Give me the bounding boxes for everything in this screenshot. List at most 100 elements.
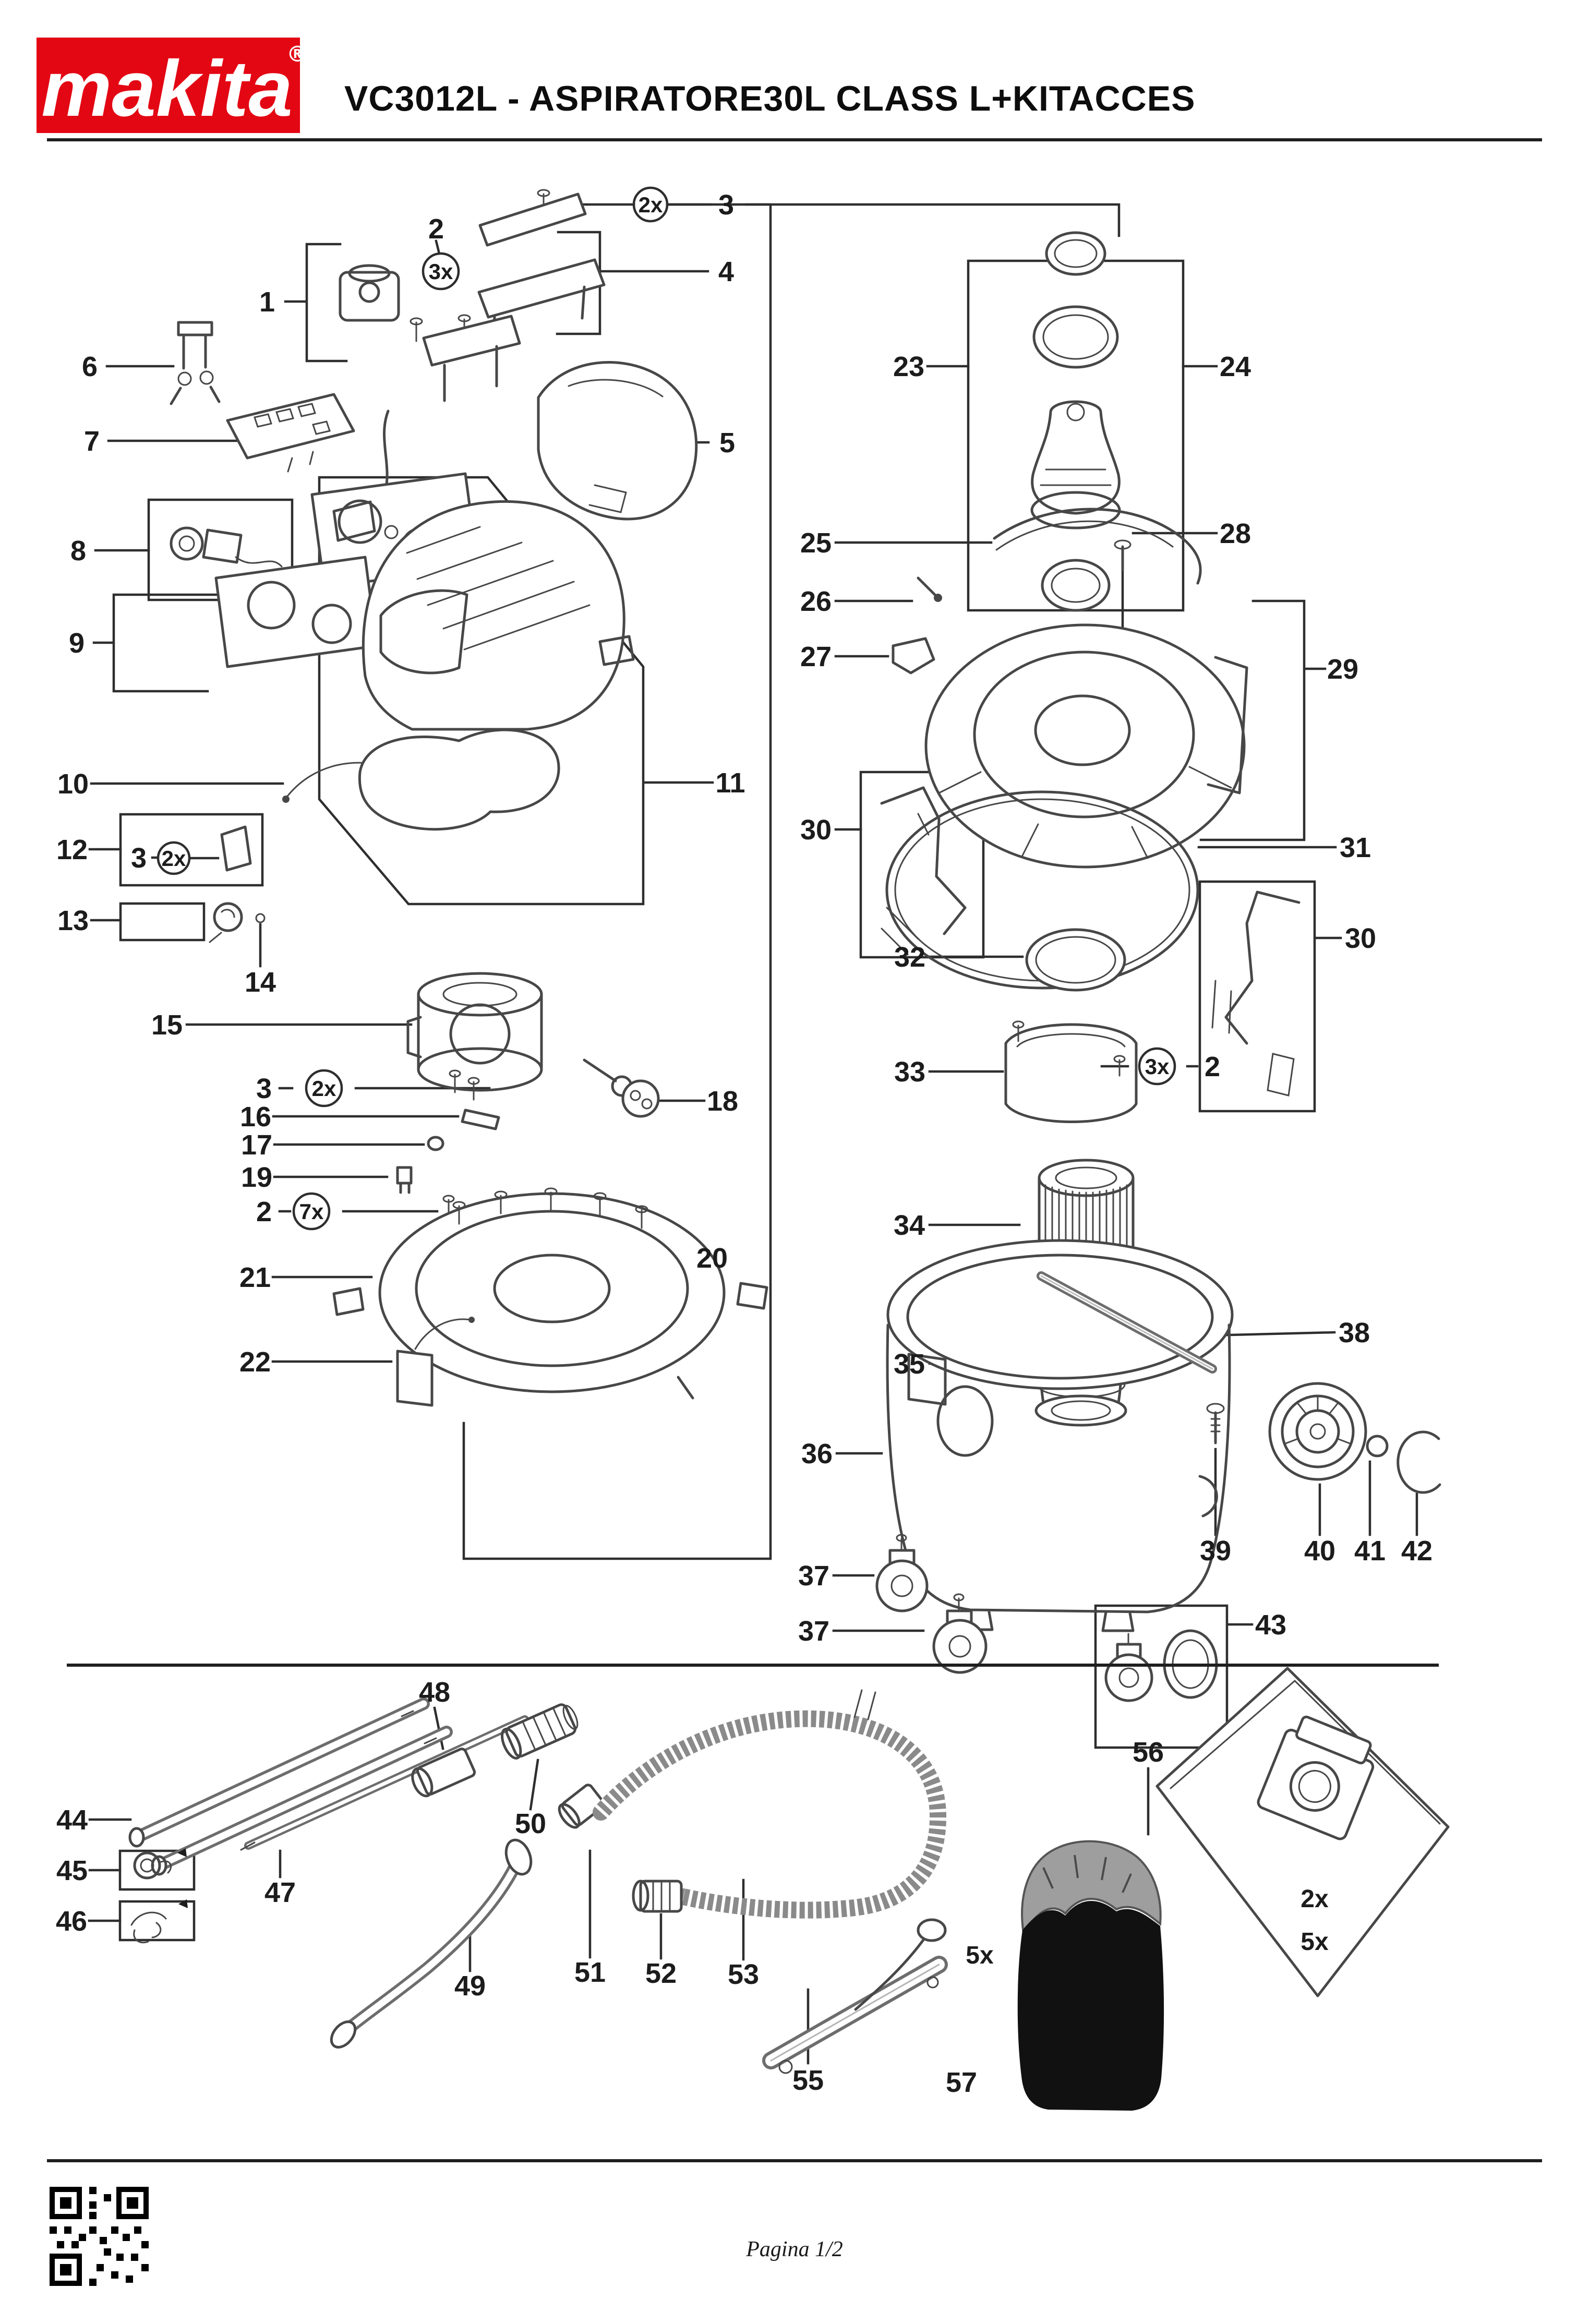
- quantity-badges: 2x 3x 2x 2x 7x 3x: [157, 186, 1176, 1231]
- part-9-front-panel: [214, 472, 479, 668]
- svg-text:2x: 2x: [162, 846, 186, 871]
- svg-text:3x: 3x: [429, 259, 453, 284]
- box-part-30-left: [859, 770, 985, 959]
- part-12-13-14-small-parts: [209, 825, 266, 943]
- part-11-filter-pad: [358, 728, 560, 831]
- part-22-clip-wire: [396, 1317, 475, 1407]
- callout-55: 55: [792, 2065, 824, 2096]
- callout-4: 4: [718, 256, 734, 287]
- callout-50: 50: [515, 1808, 546, 1839]
- callout-31: 31: [1340, 832, 1371, 863]
- part-52-hose-cuff: [632, 1880, 683, 1913]
- part-16-17-19-small-parts: [396, 1069, 500, 1219]
- badge-2x-top: 2x: [632, 186, 669, 223]
- part-illustrations-accessories: [128, 1667, 1450, 2111]
- part-39-screw: [1206, 1403, 1225, 1444]
- callout-3: 3: [718, 189, 734, 221]
- callout-40: 40: [1304, 1535, 1335, 1567]
- callout-33: 33: [894, 1056, 925, 1088]
- callout-38: 38: [1339, 1317, 1370, 1348]
- callout-47: 47: [264, 1877, 296, 1908]
- makita-logo-text: makita: [41, 44, 293, 133]
- svg-text:2x: 2x: [312, 1076, 336, 1101]
- part-47-crevice-nozzle: [240, 1715, 529, 1851]
- part-50-connector: [501, 1703, 579, 1760]
- part-15-motor-cage: [406, 972, 543, 1092]
- part-40-rear-wheel: [1268, 1382, 1367, 1481]
- callout-2c: 2: [1205, 1051, 1220, 1082]
- callout-2: 2: [428, 213, 444, 245]
- part-56-paper-bag: [1155, 1667, 1450, 1997]
- callout-43: 43: [1255, 1609, 1286, 1641]
- badge-2x-baseplate: 2x: [305, 1069, 343, 1107]
- callout-39: 39: [1200, 1535, 1231, 1567]
- footer: Pagina 1/2: [47, 2159, 1542, 2286]
- registered-mark: ®: [286, 41, 308, 67]
- callout-36: 36: [801, 1438, 833, 1470]
- badge-2x-box12: 2x: [157, 841, 191, 875]
- callout-45: 45: [56, 1855, 88, 1886]
- part-36-tank: [886, 1239, 1234, 1632]
- callout-22: 22: [239, 1346, 271, 1378]
- callout-35: 35: [894, 1348, 925, 1380]
- part-42-cap: [1397, 1430, 1441, 1494]
- callout-2b: 2: [256, 1196, 272, 1227]
- callout-18: 18: [707, 1086, 738, 1117]
- part-illustrations-right: [875, 231, 1441, 1702]
- callout-19: 19: [241, 1162, 272, 1193]
- part-25-gasket-strip: [993, 508, 1202, 585]
- badge-7x-baseplate: 7x: [292, 1192, 331, 1231]
- callout-42: 42: [1401, 1535, 1432, 1567]
- callout-30-right: 30: [1345, 923, 1376, 954]
- part-51-hose-bend: [558, 1784, 606, 1829]
- callout-48: 48: [419, 1677, 450, 1708]
- quantity-notes: 2x 5x 5x: [966, 1885, 1329, 1969]
- callout-29: 29: [1327, 654, 1358, 685]
- part-33-clamp-band: [1004, 1020, 1138, 1123]
- callout-7: 7: [84, 426, 100, 457]
- callout-41: 41: [1354, 1535, 1386, 1567]
- part-30-bracket-left: [880, 786, 967, 956]
- part-21-base-plate: [332, 1187, 768, 1400]
- part-28-screw: [1114, 539, 1131, 571]
- part-45-clamp: [133, 1848, 187, 1880]
- callout-34: 34: [894, 1210, 925, 1241]
- callout-26: 26: [800, 586, 832, 617]
- page-number: Pagina 1/2: [745, 2237, 843, 2261]
- part-1-cap: [339, 264, 400, 322]
- part-5-cover-shell: [537, 360, 698, 521]
- svg-text:3x: 3x: [1145, 1054, 1170, 1079]
- page-title: VC3012L - ASPIRATORE30L CLASS L+KITACCES: [344, 79, 1195, 118]
- part-7-switch-board: [226, 393, 355, 473]
- callout-14: 14: [245, 967, 276, 998]
- box-part-30-right: [1198, 880, 1316, 1113]
- callout-labels: 1 2 3 4 5 6 7 8 9 10 11 12 3 13 14 15 3 …: [56, 189, 1432, 2098]
- callout-3-in-box12: 3: [131, 842, 147, 874]
- callout-30-left: 30: [800, 814, 832, 846]
- callout-28: 28: [1220, 518, 1251, 549]
- part-41-retainer-ring: [1366, 1435, 1389, 1458]
- part-37-caster-upper: [875, 1534, 929, 1612]
- header: makita ® VC3012L - ASPIRATORE30L CLASS L…: [37, 38, 1542, 141]
- note-5x-bags: 5x: [1301, 1928, 1329, 1956]
- leader-lines-bottom: [88, 1706, 810, 2065]
- part-46-hook: [130, 1899, 188, 1944]
- makita-logo-background: [37, 38, 300, 133]
- part-11-motor-housing: [332, 500, 635, 831]
- box-part-13: [119, 902, 206, 942]
- callout-32: 32: [894, 942, 925, 973]
- part-29-baffle-plate: [924, 623, 1248, 869]
- part-6-cord-hook: [170, 321, 221, 405]
- callout-37b: 37: [798, 1616, 829, 1647]
- svg-text:7x: 7x: [299, 1199, 324, 1224]
- callout-51: 51: [574, 1957, 606, 1988]
- box-part-43: [1094, 1604, 1229, 1749]
- callout-6: 6: [82, 351, 98, 382]
- part-8-switch-wiring: [170, 526, 283, 568]
- part-44-extension-tubes: [128, 1697, 453, 1876]
- callout-16: 16: [240, 1101, 271, 1133]
- callout-12: 12: [56, 834, 88, 865]
- callout-20: 20: [696, 1243, 728, 1274]
